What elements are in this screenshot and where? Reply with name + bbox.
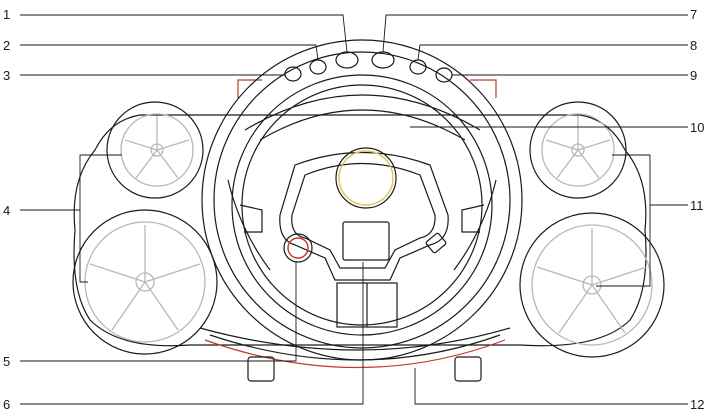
wheel-top-grip [244, 94, 481, 131]
center-screen [342, 221, 390, 261]
leader-12 [414, 368, 688, 405]
callout-5: 5 [3, 354, 10, 369]
red-button [287, 237, 309, 259]
top-button-7 [371, 51, 395, 69]
leader-4-bracket [79, 154, 122, 283]
callout-3: 3 [3, 68, 10, 83]
callout-1: 1 [3, 7, 10, 22]
left-large-wheel [84, 221, 206, 343]
right-grip-2 [461, 204, 485, 233]
leader-6 [20, 262, 364, 405]
callout-11: 11 [690, 198, 704, 213]
leader-11-bracket [596, 154, 651, 287]
right-grip [453, 179, 497, 271]
callout-2: 2 [3, 38, 10, 53]
top-button-8 [409, 59, 427, 75]
right-foot [454, 356, 482, 382]
wheel-inner-rim [231, 74, 493, 336]
leader-2 [20, 44, 319, 61]
top-button-9 [435, 67, 453, 83]
leader-5 [20, 262, 297, 362]
wheel-hub [279, 151, 449, 281]
left-grip [227, 179, 271, 271]
callout-7: 7 [690, 7, 697, 22]
horn-button-outline [335, 147, 397, 209]
top-button-2 [309, 59, 327, 75]
left-small-pod [106, 101, 204, 199]
callout-6: 6 [3, 397, 10, 412]
right-small-wheel [541, 113, 615, 187]
left-grip-2 [239, 204, 263, 233]
toy-body [72, 39, 665, 382]
pod-wheels [84, 113, 653, 346]
top-button-1 [335, 51, 359, 69]
callout-4: 4 [3, 203, 10, 218]
top-button-3 [284, 66, 302, 82]
left-small-wheel [120, 113, 194, 187]
left-back-tab [237, 79, 262, 98]
callout-12: 12 [690, 397, 704, 412]
wheel-outer-ring-inner [213, 51, 511, 349]
small-tag [425, 232, 447, 254]
wheel-hub-inner [291, 162, 436, 269]
right-large-pod [519, 212, 665, 358]
right-large-wheel [531, 224, 653, 346]
leader-lines [20, 14, 688, 405]
left-foot [247, 356, 275, 382]
left-large-pod [72, 209, 218, 355]
right-back-tab [470, 79, 497, 98]
leader-8 [417, 44, 688, 61]
front-bar-inner [199, 327, 511, 351]
callout-9: 9 [690, 68, 697, 83]
front-bar-red [204, 339, 506, 369]
red-button-outer [283, 233, 313, 263]
right-small-pod [529, 101, 627, 199]
base-body-outline [73, 114, 647, 347]
horn-button-ring [338, 150, 394, 206]
callout-8: 8 [690, 38, 697, 53]
wheel-outer-ring [201, 39, 523, 361]
callout-10: 10 [690, 120, 704, 135]
leader-1 [20, 14, 348, 53]
leader-7 [382, 14, 688, 53]
